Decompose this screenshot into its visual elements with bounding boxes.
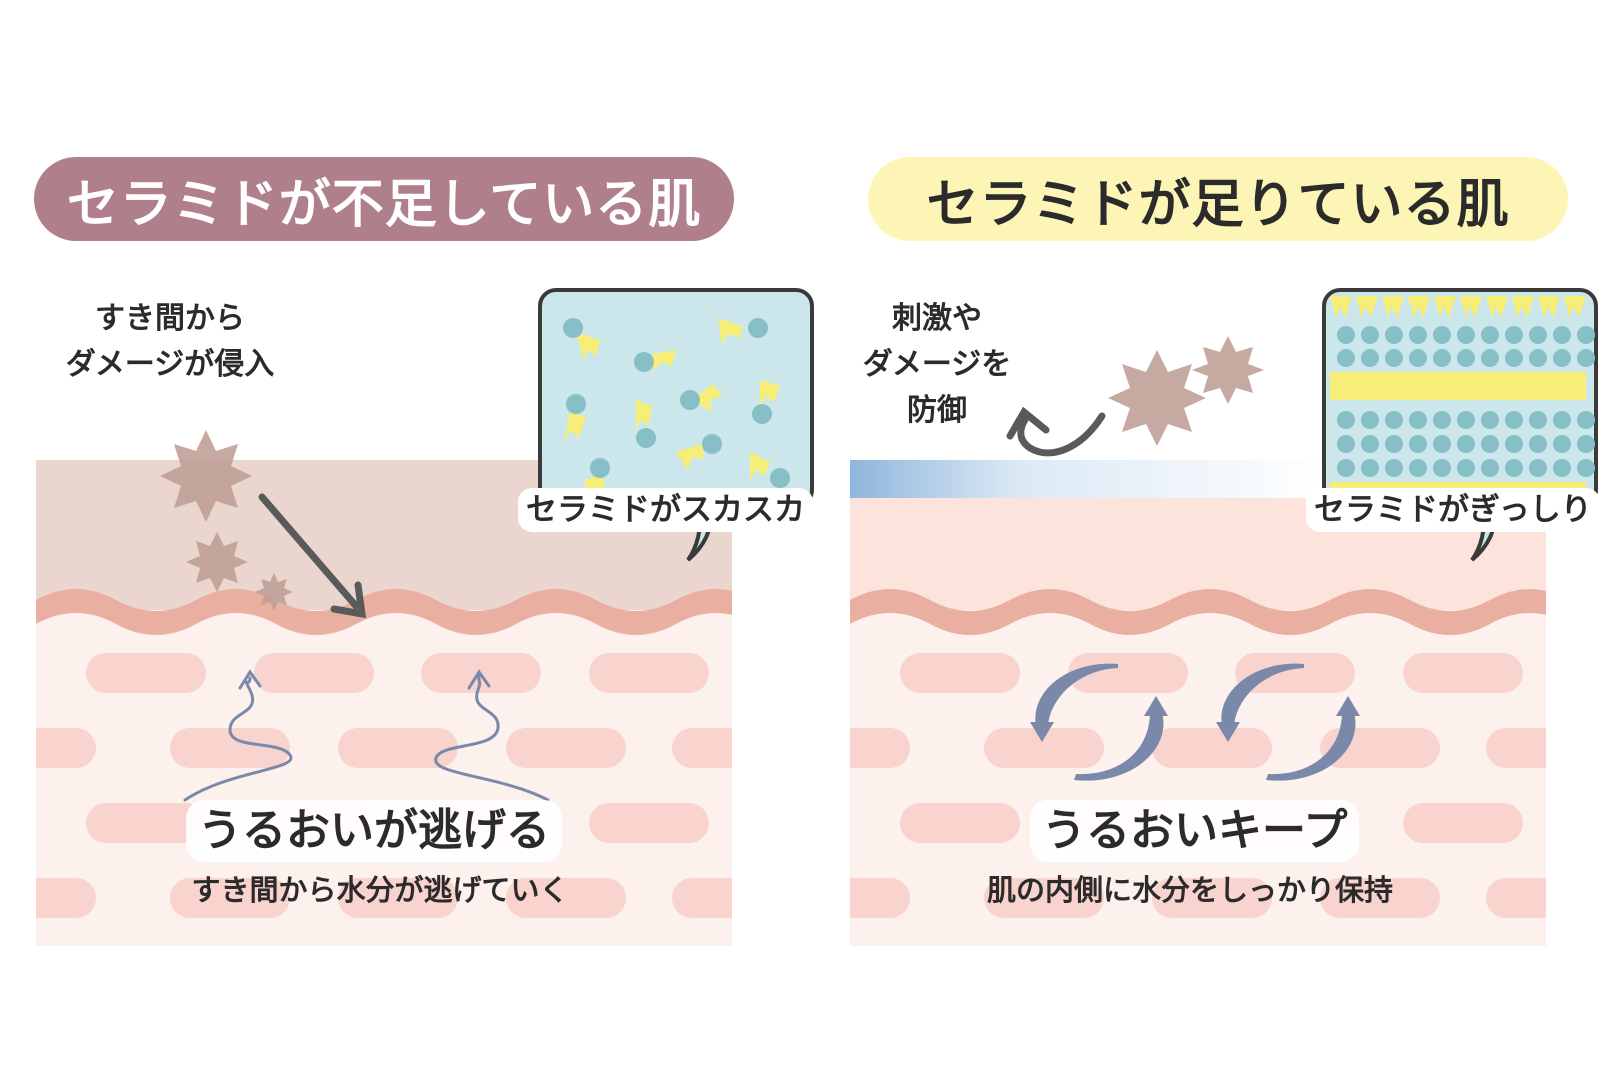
right-note-line-1: 刺激や: [892, 301, 982, 336]
barrier-layer: [850, 460, 1326, 498]
moisture-escape-arrow-icon: [434, 669, 550, 802]
ceramide-molecule: [563, 318, 790, 500]
left-damage-note: すき間から ダメージが侵入: [50, 296, 290, 388]
left-skin-wave: [36, 589, 732, 635]
left-bubble-label: セラミドがスカスカ: [518, 488, 813, 532]
irritant-star-icon: [1108, 350, 1206, 446]
right-skin-wave: [850, 589, 1546, 635]
right-defense-note: 刺激や ダメージを 防御: [842, 296, 1032, 434]
deflect-arrow-icon: [1006, 406, 1106, 457]
left-sub-caption: すき間から水分が逃げていく: [191, 873, 569, 907]
moisture-cycle-arrow-icon: [1216, 663, 1360, 781]
left-ceramide-bubble: [538, 288, 814, 562]
right-skin-section: [850, 498, 1546, 946]
right-sub-caption: 肌の内側に水分をしっかり保持: [986, 873, 1393, 907]
right-note-line-2: ダメージを: [862, 347, 1012, 382]
irritant-star-icon: [255, 573, 293, 611]
irritant-star-icon: [160, 430, 252, 522]
left-note-line-2: ダメージが侵入: [65, 347, 275, 382]
irritant-star-icon: [186, 532, 248, 592]
right-main-caption: うるおいキープ: [1030, 800, 1360, 862]
left-note-line-1: すき間から: [95, 301, 245, 336]
damage-arrow-icon: [258, 493, 367, 619]
moisture-escape-arrow-icon: [183, 669, 293, 802]
right-panel-title: セラミドが足りている肌: [868, 157, 1568, 241]
right-note-line-3: 防御: [907, 393, 967, 428]
irritant-star-icon: [1192, 336, 1264, 404]
moisture-cycle-arrow-icon: [1030, 663, 1168, 781]
left-main-caption: うるおいが逃げる: [186, 800, 562, 862]
left-panel-title: セラミドが不足している肌: [34, 157, 734, 241]
right-cells: [850, 653, 1546, 918]
right-bubble-label: セラミドがぎっしり: [1306, 488, 1600, 532]
